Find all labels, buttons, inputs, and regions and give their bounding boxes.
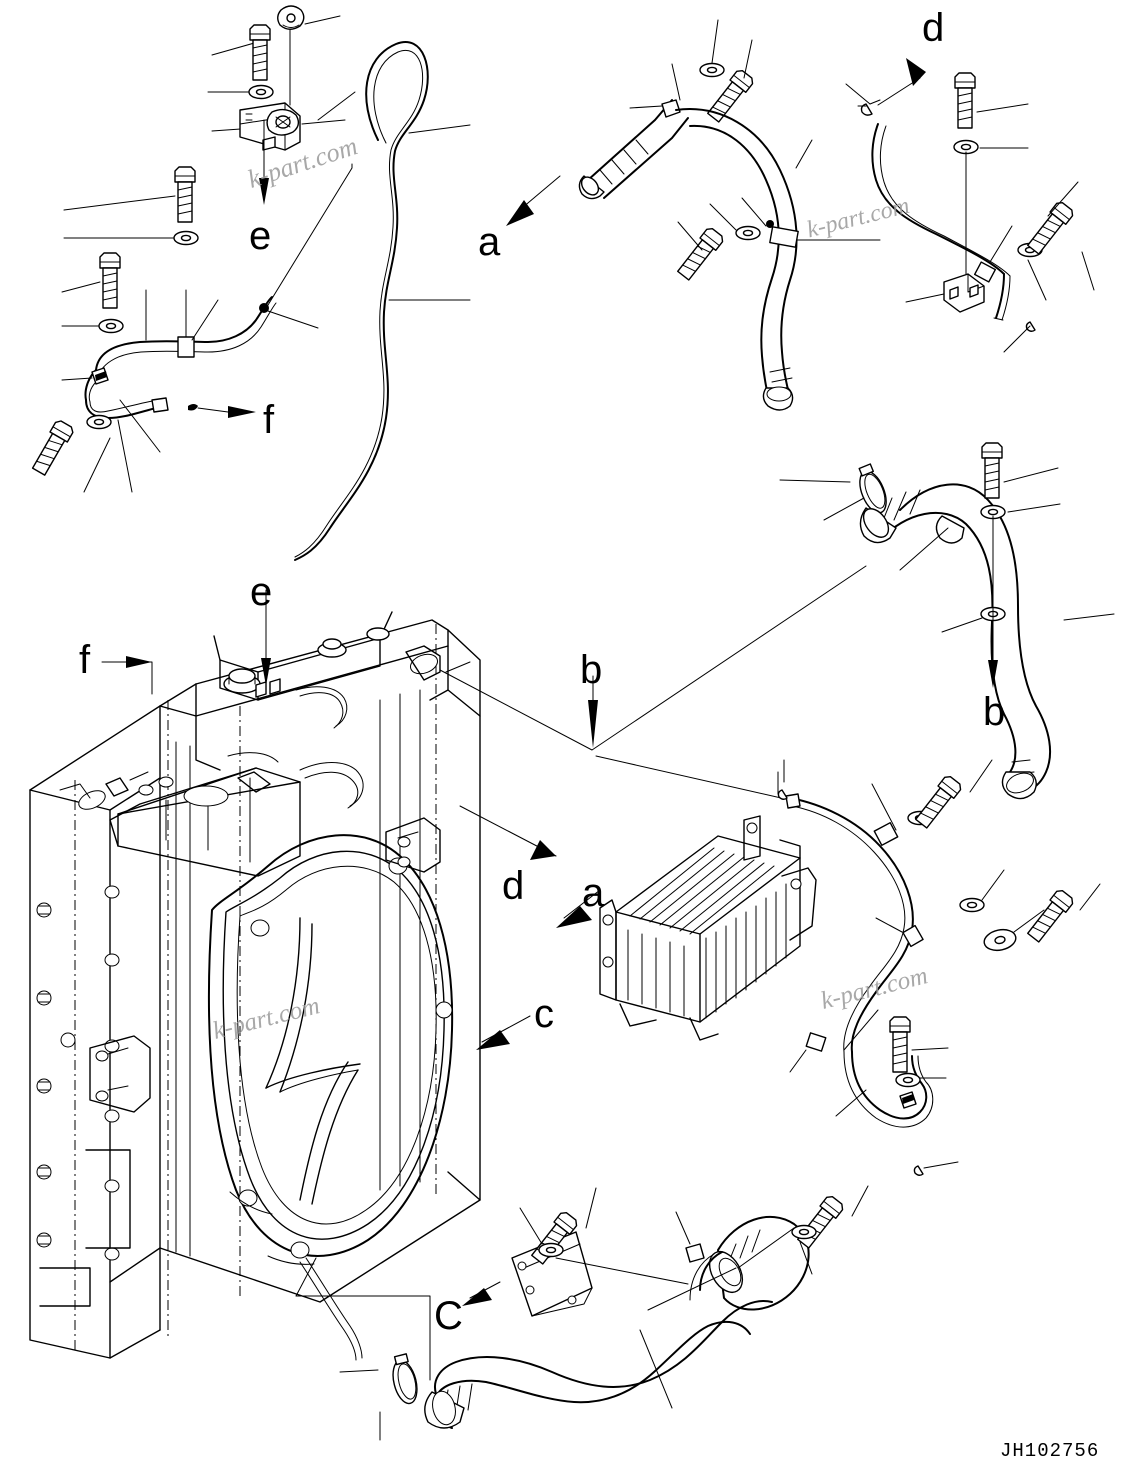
upper-right-tube-group <box>845 58 1095 353</box>
part-cap <box>277 5 305 30</box>
callout-a-upper-left: a <box>478 220 501 264</box>
radiator-assembly <box>29 611 481 1361</box>
drawing-number: JH102756 <box>1000 1440 1100 1462</box>
callout-b-right-hose: b <box>983 690 1006 734</box>
fan-shroud-ring <box>207 834 454 1265</box>
callout-e-radiator: e <box>250 570 273 614</box>
part-clamp-bracket <box>239 102 301 151</box>
oil-cooler-core <box>599 815 817 1041</box>
radiator-cap-1 <box>223 668 261 694</box>
callout-c-bracket: C <box>434 1294 463 1338</box>
callout-f-radiator: f <box>79 638 91 682</box>
callout-b-center: b <box>580 648 603 692</box>
callout-e-upper-left: e <box>249 214 272 258</box>
part-bracket-plate <box>511 1231 593 1317</box>
upper-left-hose-group <box>207 5 471 561</box>
radiator-leaders <box>101 565 867 1381</box>
part-clamp-block <box>943 273 985 313</box>
part-muffler-body <box>708 1215 810 1311</box>
right-large-hose-group <box>779 442 1115 800</box>
upper-left-lower-hose-group <box>29 166 277 493</box>
callout-d-upper-right: d <box>922 6 945 50</box>
callout-c-fan-guard: c <box>534 992 554 1036</box>
upper-center-hose-group <box>506 19 881 411</box>
callout-a-oil-cooler: a <box>582 871 605 915</box>
frame-fasteners <box>36 885 120 1261</box>
callout-d-radiator: d <box>502 864 525 908</box>
callout-f-upper-left: f <box>263 398 275 442</box>
radiator-cap-2 <box>317 638 347 658</box>
lower-bracket-hose-group <box>339 1185 869 1441</box>
oil-cooler-group <box>599 759 1101 1176</box>
radiator-cap-3 <box>366 627 390 641</box>
